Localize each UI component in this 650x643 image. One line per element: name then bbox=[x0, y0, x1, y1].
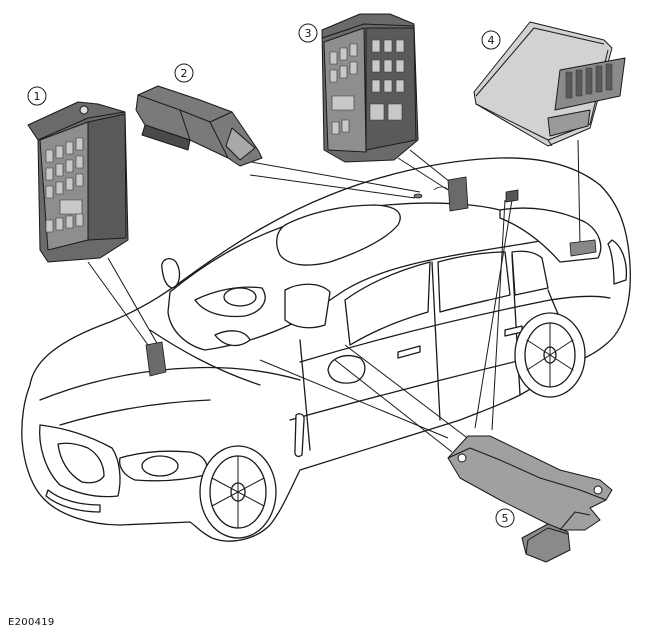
callout-3: 3 bbox=[298, 23, 318, 43]
callout-4: 4 bbox=[481, 30, 501, 50]
callout-4-label: 4 bbox=[488, 34, 495, 47]
car-outline bbox=[21, 157, 631, 542]
leader-lines bbox=[87, 139, 581, 453]
callout-1-label: 1 bbox=[34, 90, 41, 103]
module-2-ecu bbox=[135, 85, 263, 167]
module-1-fusebox bbox=[27, 101, 129, 263]
figure-id: E200419 bbox=[8, 617, 55, 628]
module-3-fusebox bbox=[321, 13, 419, 163]
callout-3-label: 3 bbox=[305, 27, 312, 40]
callout-2-label: 2 bbox=[181, 67, 188, 80]
module-4-ecu bbox=[473, 21, 626, 147]
car-mounted-modules bbox=[145, 176, 597, 377]
callout-5-label: 5 bbox=[502, 512, 509, 525]
callout-5: 5 bbox=[495, 508, 515, 528]
callout-2: 2 bbox=[174, 63, 194, 83]
module-5-bracket bbox=[447, 435, 613, 563]
callout-1: 1 bbox=[27, 86, 47, 106]
